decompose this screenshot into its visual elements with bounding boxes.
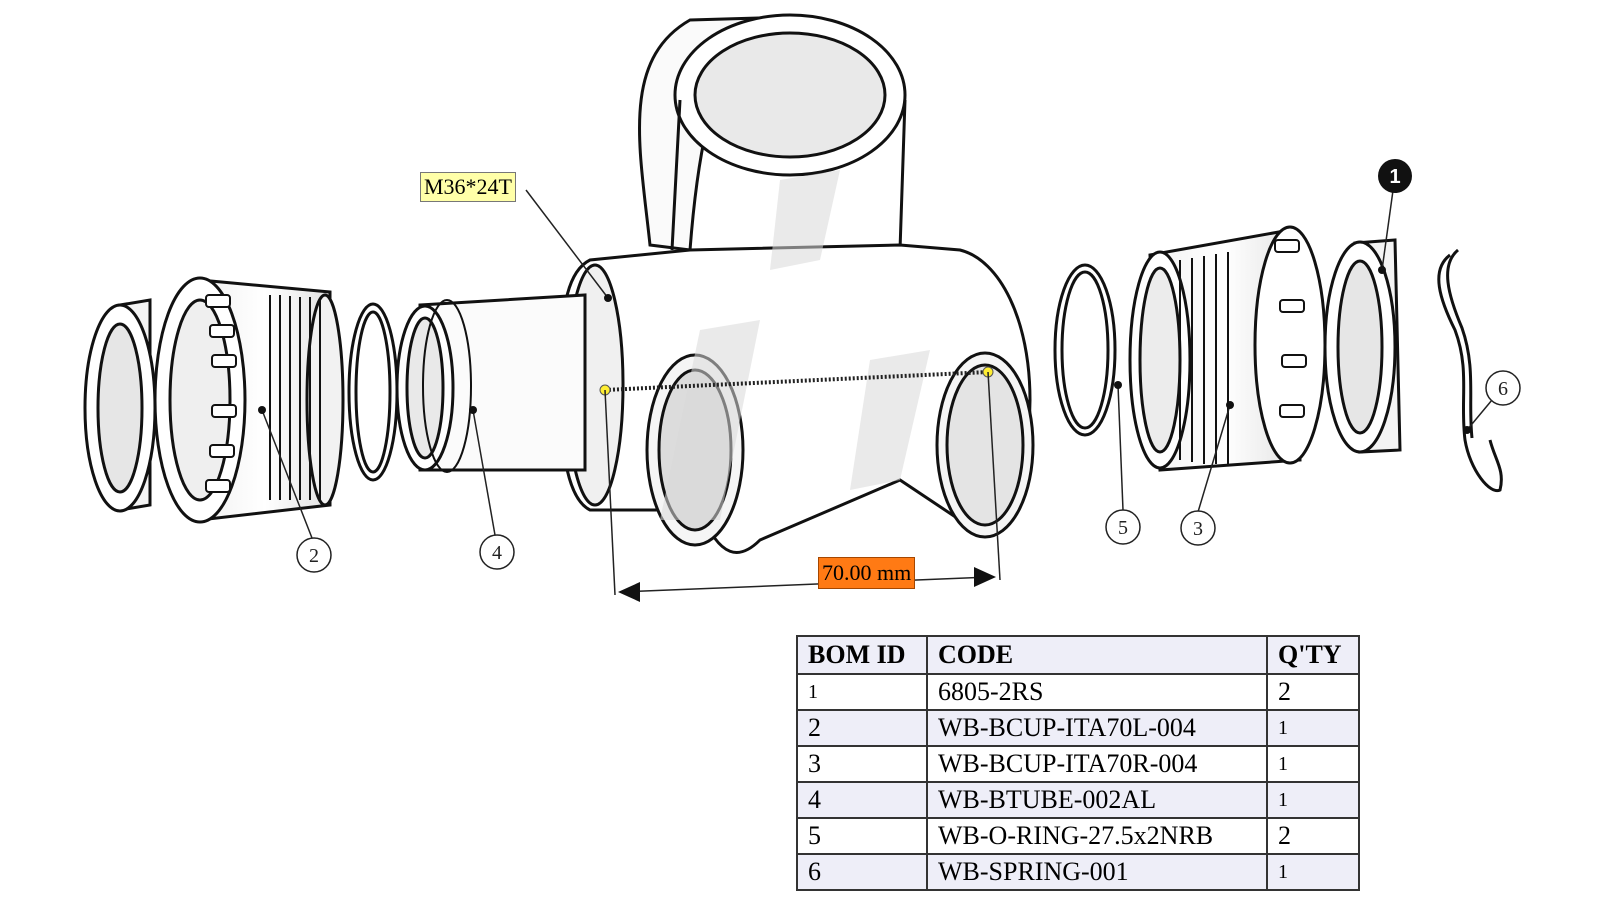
header-code: CODE [926,635,1268,675]
bb-tube [395,293,587,473]
left-o-ring [347,302,399,482]
qty-cell: 1 [1266,853,1360,891]
right-o-ring [1053,263,1117,437]
callout-3: 3 [1180,401,1234,546]
bom-header-row: BOM ID CODE Q'TY [796,635,1360,675]
svg-text:5: 5 [1118,517,1128,539]
left-cup [153,276,345,524]
bom-id-cell: 2 [796,709,928,747]
code-cell: WB-BCUP-ITA70L-004 [926,709,1268,747]
left-bearing [83,298,157,513]
qty-cell: 2 [1266,673,1360,711]
qty-cell: 1 [1266,781,1360,819]
table-row: 5 WB-O-RING-27.5x2NRB 2 [796,817,1360,855]
svg-text:4: 4 [492,542,502,564]
code-cell: WB-BCUP-ITA70R-004 [926,745,1268,783]
code-cell: 6805-2RS [926,673,1268,711]
callout-1: 1 [1378,159,1412,274]
qty-cell: 1 [1266,745,1360,783]
svg-text:2: 2 [309,545,319,567]
table-row: 6 WB-SPRING-001 1 [796,853,1360,891]
code-cell: WB-BTUBE-002AL [926,781,1268,819]
table-row: 3 WB-BCUP-ITA70R-004 1 [796,745,1360,783]
header-bom-id: BOM ID [796,635,928,675]
callout-5: 5 [1105,381,1141,545]
bom-id-cell: 5 [796,817,928,855]
measurement [599,366,1001,602]
bom-id-cell: 6 [796,853,928,891]
svg-text:3: 3 [1193,518,1203,540]
callout-4: 4 [469,406,515,570]
qty-cell: 1 [1266,709,1360,747]
callout-2: 2 [258,406,332,573]
code-cell: WB-O-RING-27.5x2NRB [926,817,1268,855]
svg-text:1: 1 [1389,166,1400,188]
svg-text:6: 6 [1498,378,1508,400]
bb-shell [558,13,1035,554]
callout-6: 6 [1463,370,1521,434]
spring-clip [1437,248,1503,493]
code-cell: WB-SPRING-001 [926,853,1268,891]
right-bearing [1323,238,1402,454]
qty-cell: 2 [1266,817,1360,855]
thread-spec-label: M36*24T [420,172,516,202]
header-qty: Q'TY [1266,635,1360,675]
right-cup [1128,225,1327,472]
dimension-label: 70.00 mm [818,557,916,589]
table-row: 4 WB-BTUBE-002AL 1 [796,781,1360,819]
bom-id-cell: 3 [796,745,928,783]
bom-table: BOM ID CODE Q'TY 1 6805-2RS 2 2 WB-BCUP-… [796,635,1360,891]
bom-id-cell: 4 [796,781,928,819]
table-row: 1 6805-2RS 2 [796,673,1360,711]
table-row: 2 WB-BCUP-ITA70L-004 1 [796,709,1360,747]
bom-id-cell: 1 [796,673,928,711]
